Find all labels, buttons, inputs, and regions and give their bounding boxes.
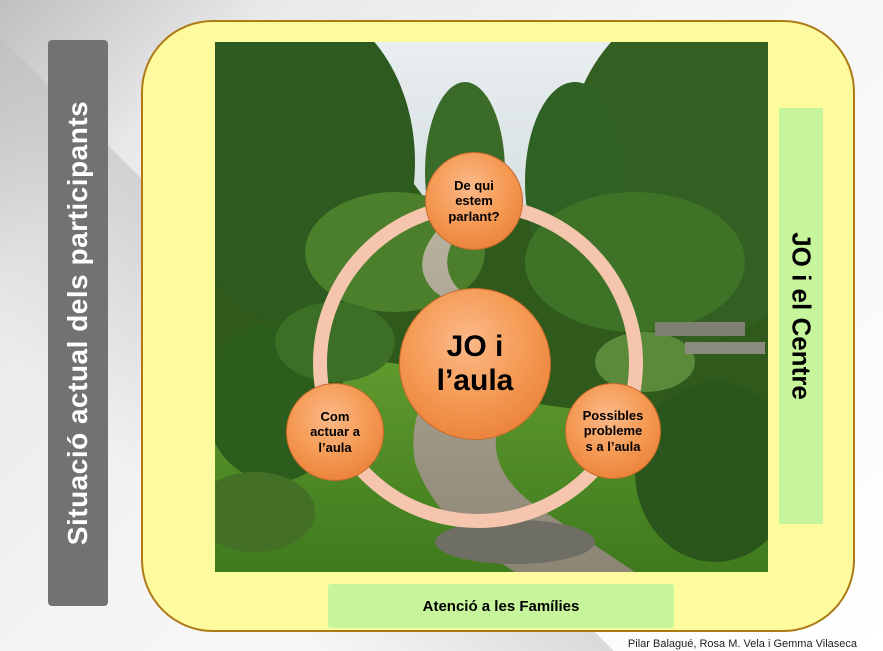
cycle-center-line2: l’aula bbox=[436, 364, 514, 397]
cycle-node-left-line2: actuar a bbox=[310, 424, 360, 440]
cycle-node-right: Possibles probleme s a l’aula bbox=[565, 383, 661, 479]
author-credit: Pilar Balagué, Rosa M. Vela i Gemma Vila… bbox=[627, 638, 857, 650]
right-side-panel-label: JO i el Centre bbox=[786, 232, 817, 400]
left-side-bar: Situació actual dels participants bbox=[48, 40, 108, 606]
cycle-node-left-line1: Com bbox=[320, 408, 350, 424]
cycle-node-left-line3: l’aula bbox=[318, 439, 352, 455]
cycle-node-right-line2: probleme bbox=[583, 423, 643, 439]
cycle-center-node: JO i l’aula bbox=[399, 288, 551, 440]
cycle-node-top-line3: parlant? bbox=[448, 208, 500, 224]
cycle-node-top-line1: De qui bbox=[454, 177, 494, 193]
cycle-node-right-line3: s a l’aula bbox=[585, 438, 641, 454]
left-side-bar-label: Situació actual dels participants bbox=[62, 100, 93, 546]
cycle-node-left: Com actuar a l’aula bbox=[286, 383, 384, 481]
cycle-node-top-line2: estem bbox=[455, 193, 493, 209]
bottom-panel: Atenció a les Famílies bbox=[328, 584, 674, 628]
right-side-panel: JO i el Centre bbox=[779, 108, 823, 524]
cycle-center-line1: JO i bbox=[446, 330, 504, 364]
cycle-node-top: De qui estem parlant? bbox=[425, 152, 523, 250]
cycle-node-right-line1: Possibles bbox=[582, 407, 644, 423]
